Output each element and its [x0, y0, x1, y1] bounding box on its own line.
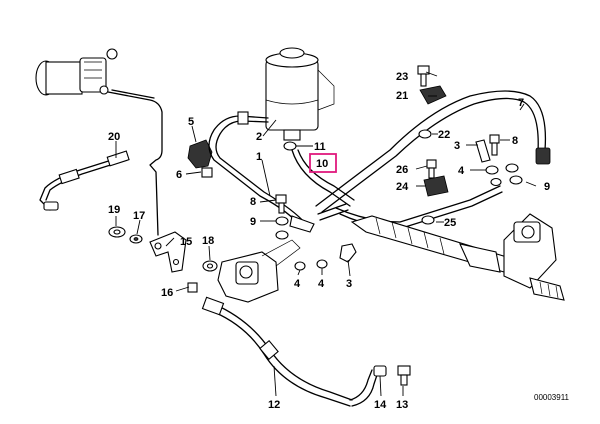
washer-9-right	[509, 175, 523, 185]
label-3-right[interactable]: 3	[454, 140, 460, 152]
label-22[interactable]: 22	[438, 129, 450, 141]
nut-6	[201, 167, 213, 178]
part-labels: 20 19 17 15 18 16 5 6 1 2 8 9 11 10 4 4 …	[108, 71, 570, 411]
washer-9-center	[275, 216, 289, 226]
label-12[interactable]: 12	[268, 399, 280, 411]
nut-16	[187, 282, 198, 293]
label-14[interactable]: 14	[374, 399, 387, 411]
label-4-center-a[interactable]: 4	[294, 278, 301, 290]
bolt-13	[397, 365, 411, 376]
label-8-right[interactable]: 8	[512, 135, 518, 147]
label-9-center[interactable]: 9	[250, 216, 256, 228]
label-5[interactable]: 5	[188, 116, 194, 128]
label-24[interactable]: 24	[396, 181, 409, 193]
bolt-8-center	[275, 194, 287, 204]
label-2[interactable]: 2	[256, 131, 262, 143]
label-4-center-b[interactable]: 4	[318, 278, 325, 290]
label-10[interactable]: 10	[316, 158, 328, 170]
leader-lines	[115, 71, 537, 397]
label-8-center[interactable]: 8	[250, 196, 256, 208]
label-21[interactable]: 21	[396, 90, 408, 102]
label-20[interactable]: 20	[108, 131, 120, 143]
label-9-right[interactable]: 9	[544, 181, 550, 193]
rigid-pipe	[107, 91, 163, 236]
label-1[interactable]: 1	[256, 151, 262, 163]
bolt-3-center	[339, 243, 357, 263]
reservoir-2	[265, 47, 335, 141]
washer-22	[418, 129, 432, 139]
label-25[interactable]: 25	[444, 217, 456, 229]
label-10-highlight	[309, 153, 337, 173]
clamp-11	[283, 141, 297, 151]
fitting-21	[419, 85, 447, 105]
bolt-26	[426, 159, 437, 169]
label-6[interactable]: 6	[176, 169, 182, 181]
hydraulic-pump-assembly	[35, 48, 118, 96]
document-number: 00003911	[534, 393, 570, 402]
hose-7	[315, 90, 547, 207]
hose-12	[213, 303, 353, 401]
label-26[interactable]: 26	[396, 164, 408, 176]
hose-20	[39, 150, 130, 211]
label-15[interactable]: 15	[180, 236, 192, 248]
washer-4-right	[485, 165, 499, 175]
label-11[interactable]: 11	[314, 141, 326, 153]
steering-box	[217, 239, 301, 303]
washer-25	[421, 215, 435, 225]
steering-rack	[350, 213, 565, 301]
washer-4-center-a	[294, 261, 306, 271]
bolt-8-right	[489, 134, 500, 144]
label-16[interactable]: 16	[161, 287, 173, 299]
label-19[interactable]: 19	[108, 204, 120, 216]
clamp-5	[187, 139, 213, 169]
label-17[interactable]: 17	[133, 210, 145, 222]
label-18[interactable]: 18	[202, 235, 214, 247]
label-23[interactable]: 23	[396, 71, 408, 83]
label-13[interactable]: 13	[396, 399, 408, 411]
fitting-14	[373, 365, 387, 377]
label-7[interactable]: 7	[518, 97, 524, 109]
bolt-3-right	[475, 139, 491, 163]
label-3-center[interactable]: 3	[346, 278, 352, 290]
label-4-right[interactable]: 4	[458, 165, 465, 177]
washer-4-center-b	[316, 259, 328, 269]
fitting-24	[423, 175, 449, 197]
hose-10	[291, 149, 351, 207]
